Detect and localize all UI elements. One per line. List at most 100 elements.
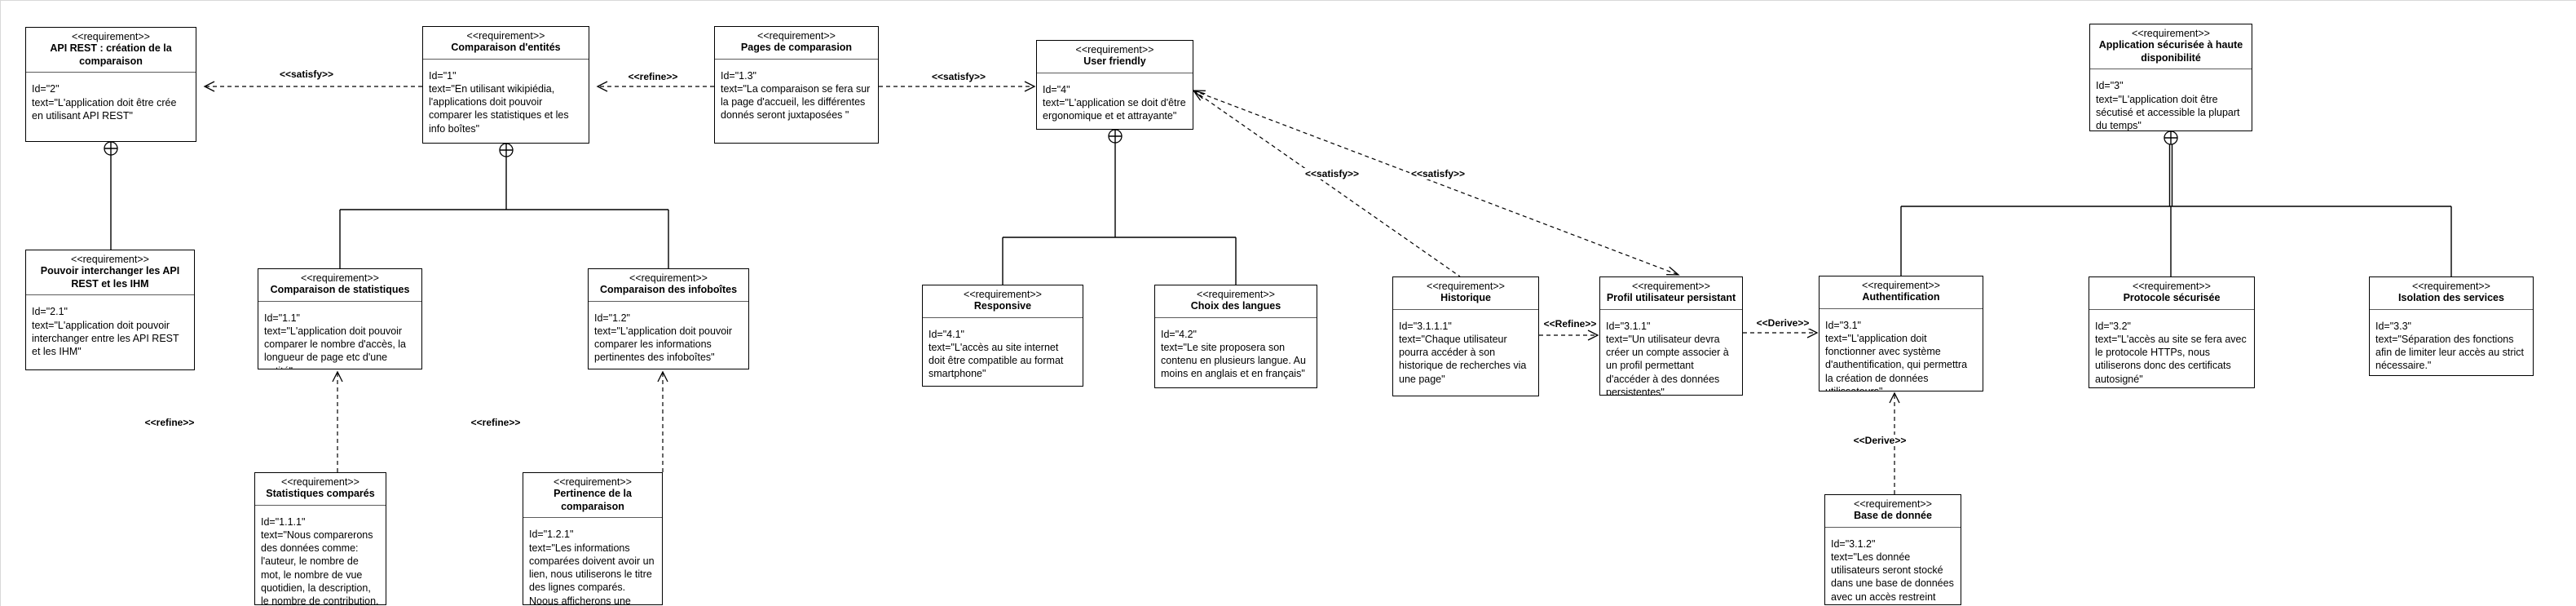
node-title: <<requirement>> Pertinence de la compara… — [523, 473, 662, 519]
node-name: User friendly — [1083, 55, 1146, 67]
node-body: Id="1.1" text="L'application doit pouvoi… — [258, 302, 421, 369]
requirement-node-historique: <<requirement>> Historique Id="3.1.1.1" … — [1392, 276, 1539, 396]
node-body: Id="3.2" text="L'accès au site se fera a… — [2089, 310, 2254, 387]
node-text: text="La comparaison se fera sur la page… — [721, 82, 871, 122]
node-id: Id="3.2" — [2095, 320, 2131, 332]
containment-connector-securisee — [1900, 130, 2452, 276]
node-text: text="L'application doit pouvoir compare… — [264, 325, 406, 369]
node-id: Id="2.1" — [32, 306, 68, 318]
node-text: text="Le site proposera son contenu en p… — [1161, 341, 1306, 380]
refine-connector-entites — [596, 81, 714, 92]
node-body: Id="1.2" text="L'application doit pouvoi… — [589, 302, 748, 369]
node-body: Id="3" text="L'application doit être séc… — [2090, 69, 2252, 131]
node-name: Pouvoir interchanger les API REST et les… — [40, 265, 180, 290]
node-id: Id="3" — [2096, 80, 2124, 92]
stereotype-label: <<requirement>> — [2132, 28, 2210, 39]
node-body: Id="1" text="En utilisant wikipiédia, l'… — [423, 60, 589, 140]
stereotype-label: <<requirement>> — [301, 272, 379, 284]
node-id: Id="1.1" — [264, 312, 300, 324]
edge-label-satisfy-historique: <<satisfy>> — [1303, 168, 1361, 179]
node-text: text="Chaque utilisateur pourra accéder … — [1399, 333, 1527, 385]
requirement-node-protocole-securisee: <<requirement>> Protocole sécurisée Id="… — [2089, 276, 2255, 388]
edge-label-derive-base-donnee: <<Derive>> — [1851, 435, 1908, 446]
node-id: Id="1.3" — [721, 69, 756, 82]
edge-label-refine-entites: <<refine>> — [626, 71, 680, 82]
node-id: Id="3.1" — [1825, 319, 1861, 331]
requirement-node-pages-comparasion: <<requirement>> Pages de comparasion Id=… — [714, 26, 879, 144]
node-id: Id="3.1.1" — [1606, 320, 1651, 332]
stereotype-label: <<requirement>> — [2412, 281, 2490, 292]
requirement-node-api-rest: <<requirement>> API REST : création de l… — [25, 27, 196, 142]
node-title: <<requirement>> Comparaison des infoboît… — [589, 269, 748, 302]
node-body: Id="4" text="L'application se doit d'êtr… — [1037, 73, 1193, 128]
stereotype-label: <<requirement>> — [281, 476, 359, 488]
requirement-node-profil-utilisateur: <<requirement>> Profil utilisateur persi… — [1599, 276, 1743, 396]
requirement-node-comparaison-entites: <<requirement>> Comparaison d'entités Id… — [422, 26, 589, 144]
node-title: <<requirement>> Pouvoir interchanger les… — [26, 250, 194, 296]
requirement-node-pertinence-comparaison: <<requirement>> Pertinence de la compara… — [523, 472, 663, 605]
node-title: <<requirement>> Comparaison de statistiq… — [258, 269, 421, 302]
node-body: Id="2" text="L'application doit être cré… — [26, 73, 196, 127]
node-name: Pages de comparasion — [740, 42, 853, 53]
satisfy-connector-user-friendly — [879, 81, 1036, 92]
node-body: Id="3.1.1.1" text="Chaque utilisateur po… — [1393, 310, 1538, 391]
containment-connector-entites — [339, 143, 669, 268]
derive-connector-base-donnee — [1889, 391, 1900, 494]
stereotype-label: <<requirement>> — [1862, 280, 1940, 291]
node-body: Id="1.1.1" text="Nous comparerons des do… — [255, 506, 386, 604]
node-text: text="Les informations comparées doivent… — [529, 542, 655, 605]
stereotype-label: <<requirement>> — [757, 30, 836, 42]
node-name: Choix des langues — [1190, 300, 1281, 312]
requirement-node-pouvoir-interchanger: <<requirement>> Pouvoir interchanger les… — [25, 250, 195, 370]
stereotype-label: <<requirement>> — [72, 31, 150, 42]
node-title: <<requirement>> Base de donnée — [1825, 495, 1961, 528]
node-body: Id="2.1" text="L'application doit pouvoi… — [26, 295, 194, 363]
node-text: text="L'application doit être sécutisé e… — [2096, 93, 2240, 131]
satisfy-connector-api-rest — [203, 81, 422, 92]
node-title: <<requirement>> Choix des langues — [1155, 285, 1317, 318]
requirement-node-comparaison-infoboites: <<requirement>> Comparaison des infoboît… — [588, 268, 749, 369]
node-id: Id="4.1" — [929, 328, 964, 340]
stereotype-label: <<requirement>> — [1197, 289, 1275, 300]
node-name: Comparaison des infoboîtes — [599, 284, 738, 295]
requirement-node-authentification: <<requirement>> Authentification Id="3.1… — [1819, 276, 1983, 391]
node-body: Id="4.2" text="Le site proposera son con… — [1155, 318, 1317, 386]
node-name: Isolation des services — [2398, 292, 2504, 303]
requirement-node-user-friendly: <<requirement>> User friendly Id="4" tex… — [1036, 40, 1193, 130]
node-id: Id="1.2" — [594, 312, 630, 324]
containment-connector-api-rest — [104, 141, 118, 250]
node-title: <<requirement>> Protocole sécurisée — [2089, 277, 2254, 310]
node-id: Id="1.1.1" — [261, 515, 306, 528]
node-title: <<requirement>> Statistiques comparés — [255, 473, 386, 506]
node-name: Authentification — [1862, 291, 1940, 303]
containment-connector-user-friendly — [1002, 129, 1237, 285]
node-body: Id="3.3" text="Séparation des fonctions … — [2370, 310, 2533, 375]
node-name: Comparaison d'entités — [451, 42, 561, 53]
node-text: text="En utilisant wikipiédia, l'applica… — [429, 82, 569, 135]
node-title: <<requirement>> Application sécurisée à … — [2090, 24, 2252, 70]
edge-label-refine-infoboites: <<refine>> — [469, 417, 523, 428]
node-text: text="L'application se doit d'être ergon… — [1043, 96, 1186, 122]
satisfy-connector-profil — [1192, 90, 1680, 276]
node-text: text="L'application doit pouvoir compare… — [594, 325, 733, 364]
refine-connector-statistiques — [332, 370, 343, 472]
node-title: <<requirement>> Authentification — [1820, 276, 1983, 309]
node-title: <<requirement>> User friendly — [1037, 41, 1193, 73]
stereotype-label: <<requirement>> — [1854, 498, 1932, 510]
requirement-node-comparaison-statistiques: <<requirement>> Comparaison de statistiq… — [258, 268, 422, 369]
node-title: <<requirement>> Profil utilisateur persi… — [1600, 277, 1742, 310]
node-title: <<requirement>> Isolation des services — [2370, 277, 2533, 310]
node-text: text="Séparation des fonctions afin de l… — [2375, 333, 2525, 372]
stereotype-label: <<requirement>> — [1075, 44, 1154, 55]
node-text: text="Un utilisateur devra créer un comp… — [1606, 333, 1729, 396]
requirement-node-base-de-donnee: <<requirement>> Base de donnée Id="3.1.2… — [1824, 494, 1961, 605]
stereotype-label: <<requirement>> — [1427, 281, 1505, 292]
stereotype-label: <<requirement>> — [2133, 281, 2211, 292]
node-name: Application sécurisée à haute disponibil… — [2098, 39, 2243, 64]
node-name: Protocole sécurisée — [2123, 292, 2221, 303]
node-text: text="L'application doit être crée en ut… — [32, 96, 177, 122]
requirement-node-application-securisee: <<requirement>> Application sécurisée à … — [2089, 24, 2252, 131]
node-title: <<requirement>> Pages de comparasion — [715, 27, 878, 60]
